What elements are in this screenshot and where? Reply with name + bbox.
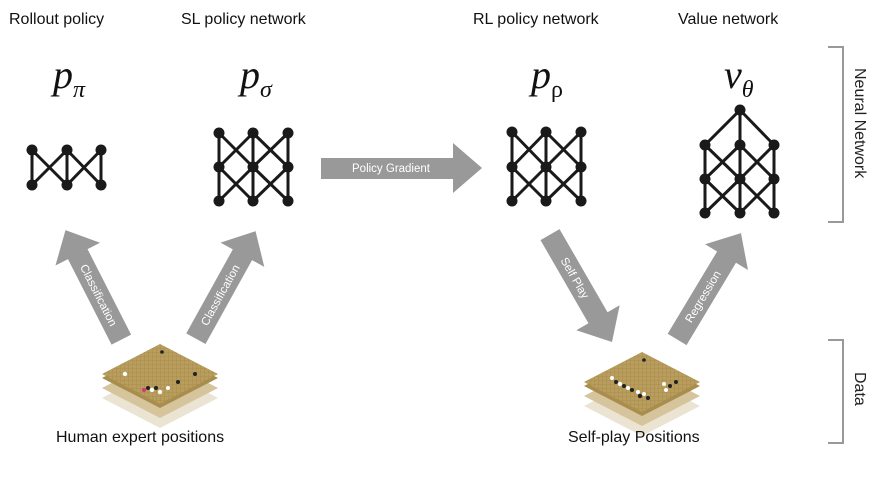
network-node — [768, 207, 780, 219]
value-network-icon — [699, 104, 780, 219]
network-node — [506, 195, 518, 207]
regression-arrow: Regression — [667, 233, 748, 346]
arrow-shape — [667, 233, 748, 346]
network-node — [699, 139, 711, 151]
network-edge — [738, 177, 776, 215]
arrow-shape — [55, 230, 132, 345]
network-node — [575, 126, 587, 138]
network-node — [506, 161, 518, 173]
network-node — [540, 195, 552, 207]
rollout-network-icon — [26, 144, 107, 191]
network-edge — [544, 130, 583, 169]
data-bracket — [828, 339, 844, 444]
self-play-arrow: Self Play — [540, 229, 620, 342]
neural-network-side-label: Neural Network — [851, 68, 868, 179]
network-node — [247, 127, 259, 139]
network-node — [768, 139, 780, 151]
network-node — [95, 144, 107, 156]
network-edge — [703, 143, 742, 181]
network-node — [699, 207, 711, 219]
symbol-base: v — [724, 52, 742, 97]
network-node — [61, 179, 73, 191]
network-edge — [30, 148, 69, 187]
network-edge — [738, 143, 776, 181]
network-node — [95, 179, 107, 191]
network-node — [26, 179, 38, 191]
classification-right-arrow: Classification — [186, 231, 265, 345]
network-node — [213, 161, 225, 173]
network-node — [247, 195, 259, 207]
arrow-shape — [186, 231, 265, 345]
network-edge — [217, 165, 255, 203]
symbol-subscript: ρ — [551, 77, 563, 103]
network-node — [540, 126, 552, 138]
sl-policy-title: SL policy network — [181, 11, 306, 28]
network-edge — [510, 130, 548, 169]
symbol-subscript: θ — [741, 77, 754, 103]
network-edge — [510, 165, 548, 203]
network-edge — [544, 165, 583, 203]
sl-network-icon — [213, 127, 294, 207]
symbol-base: p — [53, 52, 73, 97]
network-node — [575, 161, 587, 173]
network-edge — [217, 131, 255, 169]
network-node — [282, 127, 294, 139]
rl-policy-title: RL policy network — [473, 11, 599, 28]
human-expert-board-icon — [102, 344, 218, 428]
network-node — [247, 161, 259, 173]
network-edge — [738, 108, 776, 147]
policy-gradient-arrow: Policy Gradient — [321, 143, 482, 193]
symbol-subscript: π — [73, 77, 86, 103]
rl-network-icon — [506, 126, 587, 207]
network-node — [734, 173, 746, 185]
self-play-board-icon — [584, 352, 700, 436]
network-node — [61, 144, 73, 156]
sl-policy-symbol: pσ — [240, 52, 272, 103]
network-node — [282, 195, 294, 207]
human-expert-positions-label: Human expert positions — [56, 429, 225, 446]
data-side-label: Data — [851, 372, 868, 406]
network-node — [575, 195, 587, 207]
self-play-positions-label: Self-play Positions — [568, 429, 700, 446]
network-node — [213, 127, 225, 139]
network-node — [734, 104, 746, 116]
network-edge — [251, 131, 290, 169]
network-node — [506, 126, 518, 138]
classification-left-arrow: Classification — [55, 230, 132, 345]
value-network-title: Value network — [678, 11, 779, 28]
network-node — [540, 161, 552, 173]
symbol-base: p — [240, 52, 260, 97]
arrow-shape — [540, 229, 620, 342]
network-edge — [703, 177, 742, 215]
network-edge — [251, 165, 290, 203]
rl-policy-symbol: pρ — [531, 52, 563, 103]
arrow-shape — [321, 143, 482, 193]
network-node — [768, 173, 780, 185]
network-node — [213, 195, 225, 207]
network-edge — [65, 148, 103, 187]
network-node — [734, 139, 746, 151]
rollout-policy-title: Rollout policy — [9, 11, 105, 28]
symbol-base: p — [531, 52, 551, 97]
symbol-subscript: σ — [260, 77, 272, 103]
network-node — [699, 173, 711, 185]
network-node — [26, 144, 38, 156]
network-node — [282, 161, 294, 173]
network-node — [734, 207, 746, 219]
value-network-symbol: vθ — [724, 52, 754, 103]
policy-gradient-label: Policy Gradient — [352, 163, 431, 175]
network-edge — [703, 108, 742, 147]
neural-network-bracket — [828, 46, 844, 223]
rollout-policy-symbol: pπ — [53, 52, 86, 103]
